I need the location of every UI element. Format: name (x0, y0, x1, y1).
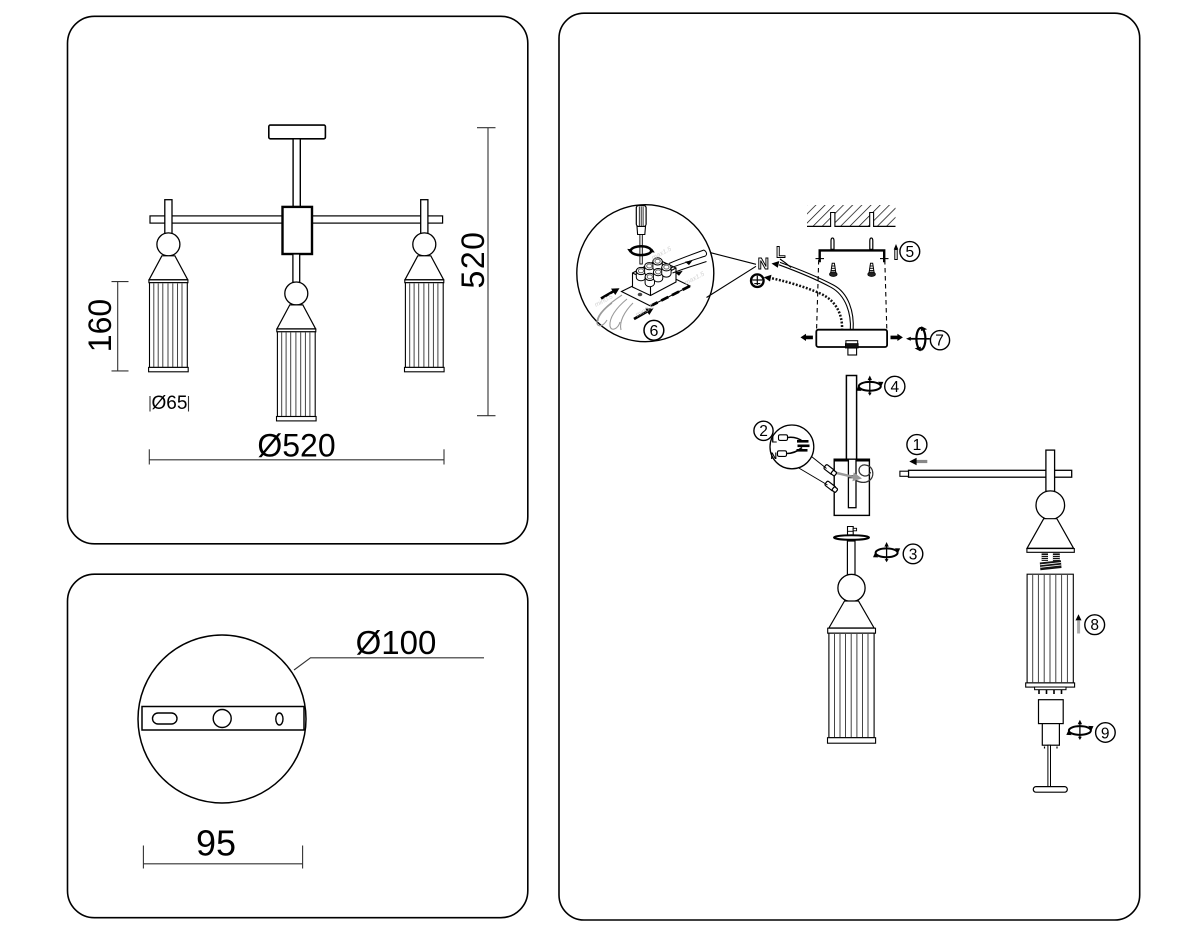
svg-text:4: 4 (890, 379, 899, 396)
svg-text:6: 6 (649, 323, 658, 340)
svg-text:520: 520 (455, 231, 491, 289)
svg-text:95: 95 (196, 823, 236, 864)
svg-text:2: 2 (759, 423, 768, 440)
svg-text:L: L (772, 435, 778, 445)
svg-text:N: N (758, 256, 769, 273)
svg-text:7: 7 (935, 333, 944, 350)
svg-text:8: 8 (1090, 617, 1099, 634)
svg-text:5: 5 (905, 244, 914, 261)
svg-text:Ø100: Ø100 (356, 624, 437, 661)
svg-text:3: 3 (909, 546, 918, 563)
svg-text:1: 1 (913, 437, 922, 454)
svg-text:L: L (776, 245, 785, 262)
svg-text:N: N (771, 451, 778, 461)
svg-text:Ø65: Ø65 (152, 393, 188, 414)
svg-text:Ø520: Ø520 (257, 428, 335, 464)
svg-text:160: 160 (82, 299, 118, 352)
svg-text:9: 9 (1101, 725, 1110, 742)
